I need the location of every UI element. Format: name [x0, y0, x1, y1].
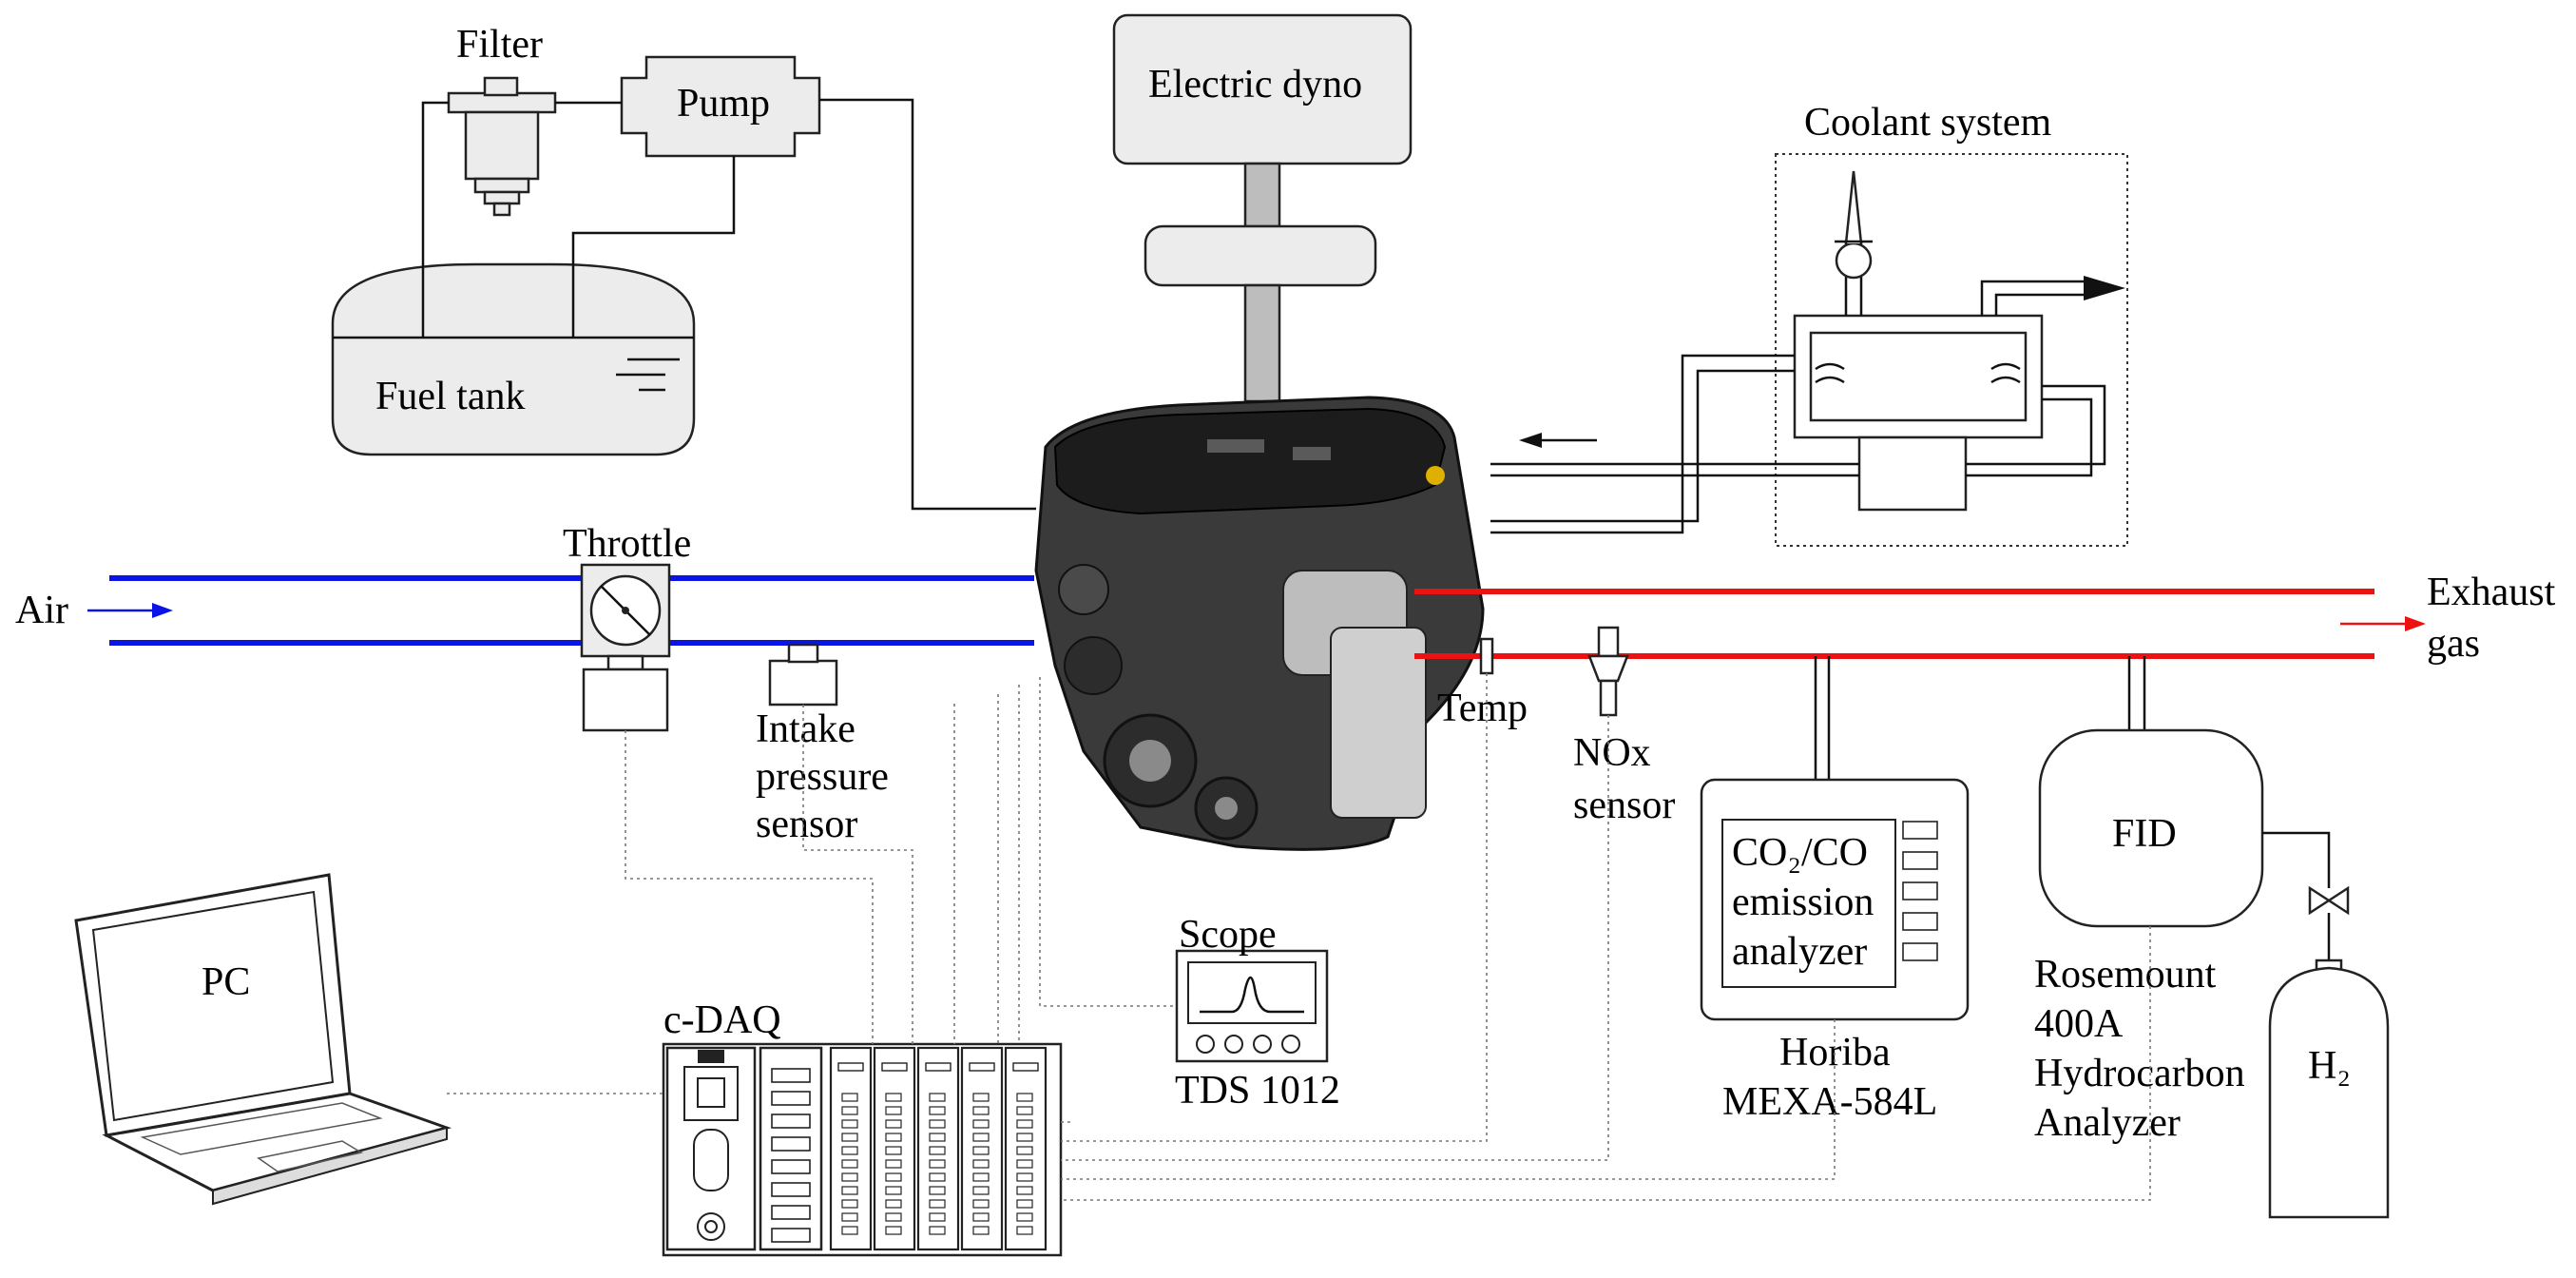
fuel-tank — [331, 262, 696, 456]
exhaust-gas-label: Exhaust gas — [2427, 571, 2566, 666]
cdaq-label: c-DAQ — [663, 998, 781, 1042]
air-label: Air — [15, 589, 68, 632]
cdaq-module — [960, 1046, 1004, 1251]
intake-pressure-sensor — [768, 643, 838, 707]
cdaq-module — [873, 1046, 916, 1251]
pc-label: PC — [202, 960, 250, 1004]
intake-air-pipe — [87, 575, 1034, 646]
coolant-system-label: Coolant system — [1804, 101, 2051, 145]
cdaq-modules — [829, 1046, 1048, 1251]
oscilloscope — [1175, 949, 1329, 1063]
h2-label: H₂ — [2308, 1044, 2351, 1088]
pump-label: Pump — [677, 82, 770, 126]
cdaq-module — [916, 1046, 960, 1251]
temp-label: Temp — [1437, 687, 1528, 730]
cdaq-module — [829, 1046, 873, 1251]
electric-dyno — [1112, 13, 1413, 403]
exhaust-pipe — [1414, 589, 2426, 659]
scope-model-label: TDS 1012 — [1175, 1069, 1340, 1113]
pc-laptop — [74, 873, 452, 1206]
hc-analyzer-label: Rosemount 400A Hydrocarbon Analyzer — [2034, 953, 2255, 1145]
throttle-label: Throttle — [563, 522, 691, 566]
emission-analyzer — [1700, 656, 1970, 1021]
temp-sensor — [1479, 637, 1494, 675]
nox-sensor — [1587, 626, 1629, 717]
filter-label: Filter — [456, 23, 543, 67]
signal-wires — [447, 673, 2151, 1201]
fid-analyzer — [2038, 656, 2350, 978]
engine-image — [1034, 396, 1485, 851]
fid-label: FID — [2112, 812, 2177, 856]
h2-cylinder — [2268, 966, 2390, 1219]
emission-analyzer-label: CO₂/CO emission analyzer — [1732, 831, 1884, 974]
fuel-lines — [421, 98, 1036, 511]
fuel-filter — [447, 76, 557, 217]
electric-dyno-label: Electric dyno — [1148, 63, 1362, 106]
intake-sensor-label: Intake pressure sensor — [756, 707, 898, 846]
fuel-pump — [620, 55, 821, 158]
coolant-system — [1490, 153, 2128, 547]
nox-sensor-label: NOx sensor — [1573, 731, 1675, 827]
cdaq-module — [1004, 1046, 1048, 1251]
throttle — [580, 563, 671, 732]
scope-label: Scope — [1179, 913, 1277, 957]
fuel-tank-label: Fuel tank — [375, 375, 525, 418]
horiba-label: Horiba MEXA-584L — [1722, 1031, 1937, 1124]
